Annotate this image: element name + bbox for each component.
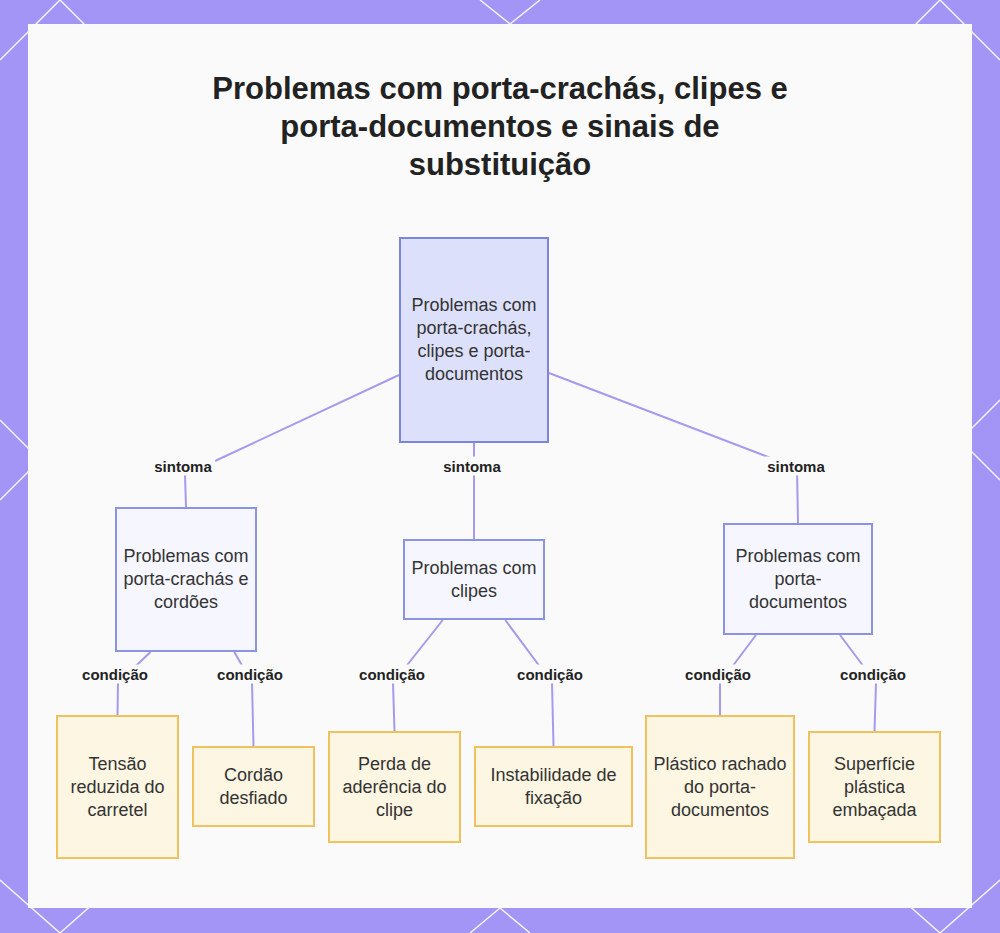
edge-label: sintoma [440, 457, 504, 476]
symptom-box: Problemas com porta-crachás e cordões [115, 507, 257, 652]
edge-label: sintoma [151, 457, 215, 476]
node-text-group: Problemas com porta-crachás, clipes e po… [407, 294, 541, 386]
condition-box: Perda de aderência do clipe [328, 731, 461, 843]
node-text-group: Instabilidade de fixação [482, 764, 625, 810]
condition-box: Plástico rachado do porta-documentos [645, 715, 795, 859]
node-text: Problemas com porta-documentos [731, 545, 865, 614]
symptom-box: Problemas com clipes [403, 539, 545, 620]
condition-box: Superfície plástica embaçada [808, 731, 941, 843]
node-text-group: Problemas com clipes [411, 557, 537, 603]
edge-label: condição [356, 665, 428, 684]
node-text-group: Perda de aderência do clipe [336, 753, 453, 822]
edge-label: condição [837, 665, 909, 684]
root-box: Problemas com porta-crachás, clipes e po… [399, 237, 549, 443]
connector-line [549, 373, 798, 523]
node-text: Problemas com porta-crachás e cordões [123, 545, 249, 614]
node-text-group: Problemas com porta-crachás e cordões [123, 545, 249, 614]
edge-label: sintoma [764, 457, 828, 476]
node-text: Instabilidade de fixação [482, 764, 625, 810]
condition-box: Tensão reduzida do carretel [56, 715, 179, 859]
node-text-group: Superfície plástica embaçada [816, 753, 933, 822]
symptom-box: Problemas com porta-documentos [723, 523, 873, 635]
node-text-group: Tensão reduzida do carretel [64, 753, 171, 822]
diagram-title: Problemas com porta-crachás, clipes e po… [185, 70, 815, 184]
node-text: Cordão desfiado [200, 764, 307, 810]
edge-label: condição [214, 665, 286, 684]
condition-box: Cordão desfiado [192, 746, 315, 827]
connector-line [185, 375, 399, 507]
node-text: Tensão reduzida do carretel [64, 753, 171, 822]
edge-label: condição [682, 665, 754, 684]
node-text: Problemas com porta-crachás, clipes e po… [407, 294, 541, 386]
condition-box: Instabilidade de fixação [474, 746, 633, 827]
node-text: Plástico rachado do porta-documentos [653, 753, 787, 822]
node-text-group: Cordão desfiado [200, 764, 307, 810]
node-text: Perda de aderência do clipe [336, 753, 453, 822]
edge-label: condição [514, 665, 586, 684]
node-text: Superfície plástica embaçada [816, 753, 933, 822]
connector-line [118, 652, 151, 715]
edge-label: condição [79, 665, 151, 684]
node-text-group: Problemas com porta-documentos [731, 545, 865, 614]
node-text-group: Plástico rachado do porta-documentos [653, 753, 787, 822]
node-text: Problemas com clipes [411, 557, 537, 603]
